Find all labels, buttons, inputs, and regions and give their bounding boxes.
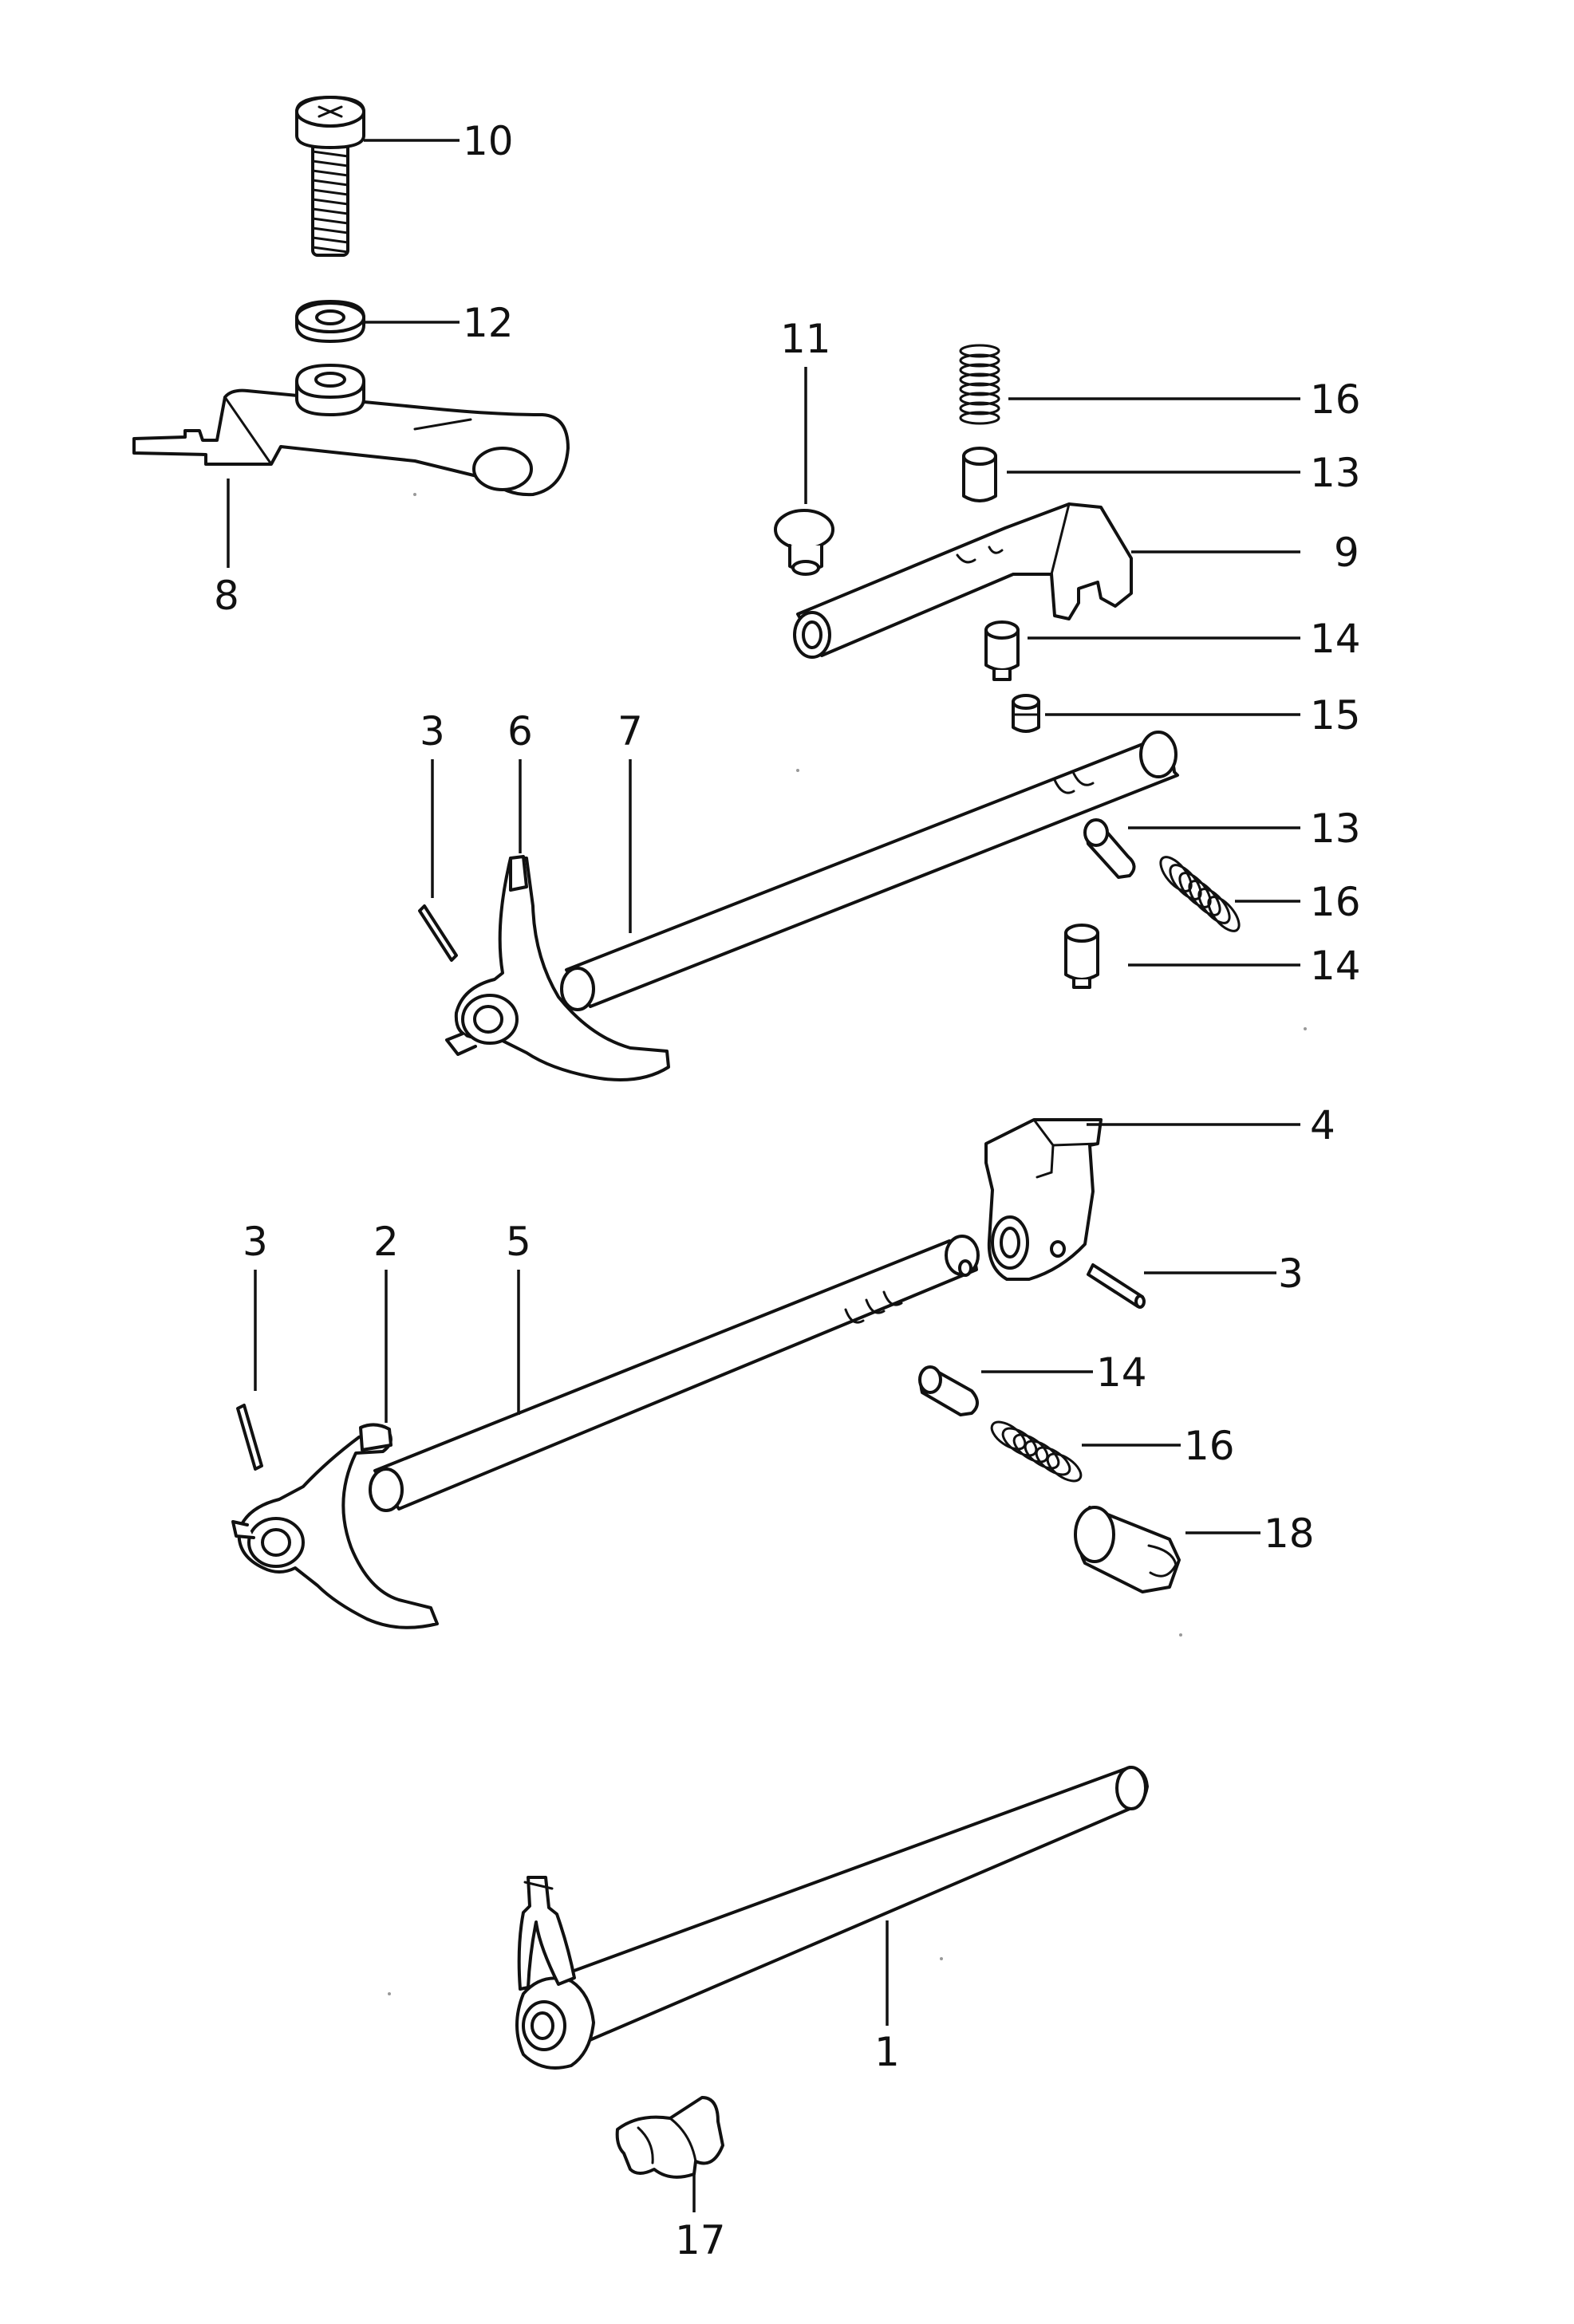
callout-14-mid: 14 xyxy=(1310,943,1361,989)
screw-part xyxy=(295,96,365,257)
callout-16-lower: 16 xyxy=(1184,1423,1235,1469)
callout-11: 11 xyxy=(780,316,831,362)
small-plunger-part xyxy=(1012,694,1040,733)
callout-3-lower: 3 xyxy=(243,1219,268,1265)
callout-12: 12 xyxy=(463,300,514,346)
callout-15: 15 xyxy=(1310,692,1361,739)
detent-plunger-part-top xyxy=(984,620,1020,681)
callout-10: 10 xyxy=(463,118,514,164)
callout-9: 9 xyxy=(1334,530,1359,576)
callout-1: 1 xyxy=(874,2029,900,2075)
callout-3-right: 3 xyxy=(1278,1251,1304,1297)
callout-16-top: 16 xyxy=(1310,376,1361,423)
washer-part xyxy=(295,300,365,343)
callout-18: 18 xyxy=(1264,1511,1315,1557)
detent-plunger-part-lower xyxy=(918,1365,979,1416)
callout-13-top: 13 xyxy=(1310,450,1361,496)
plug-part xyxy=(774,509,834,576)
pin-part-mid xyxy=(1083,818,1136,879)
callout-14-top: 14 xyxy=(1310,616,1361,662)
selector-rod-part-lower xyxy=(369,1235,980,1512)
selector-dog-part xyxy=(984,1118,1103,1281)
callout-14-lower: 14 xyxy=(1096,1349,1147,1396)
selector-rod-part-upper xyxy=(560,731,1179,1011)
pin-part-top xyxy=(962,447,997,502)
callout-16-mid: 16 xyxy=(1310,879,1361,925)
callout-17: 17 xyxy=(675,2217,726,2263)
reverse-selector-rod-part xyxy=(515,1766,1149,2070)
bracket-part xyxy=(132,364,570,497)
callout-8: 8 xyxy=(214,573,239,619)
selector-lever-part xyxy=(793,502,1133,659)
spring-part-mid xyxy=(1159,856,1241,932)
roll-pin-part-lower xyxy=(236,1404,263,1471)
detent-plunger-part-mid xyxy=(1064,924,1099,989)
leader-lines xyxy=(227,139,1300,2212)
roll-pin-part-right xyxy=(1087,1263,1146,1309)
shift-fork-part-lower xyxy=(231,1423,439,1629)
shift-fork-part-upper xyxy=(445,855,670,1081)
callout-labels: 10 12 8 11 16 13 9 14 15 3 6 7 13 16 14 … xyxy=(214,118,1361,2263)
callout-5: 5 xyxy=(506,1219,531,1265)
roll-pin-part-upper xyxy=(418,904,458,962)
sleeve-part xyxy=(1074,1506,1181,1593)
callout-7: 7 xyxy=(617,708,643,754)
callout-13-mid: 13 xyxy=(1310,806,1361,852)
scan-specks xyxy=(388,493,1307,1995)
spring-part-lower xyxy=(990,1420,1083,1483)
callout-4: 4 xyxy=(1310,1102,1335,1148)
spring-part-top xyxy=(959,344,1000,425)
callout-2: 2 xyxy=(373,1219,399,1265)
callout-6: 6 xyxy=(507,708,533,754)
callout-3-upper: 3 xyxy=(420,708,445,754)
clip-part xyxy=(615,2096,724,2179)
